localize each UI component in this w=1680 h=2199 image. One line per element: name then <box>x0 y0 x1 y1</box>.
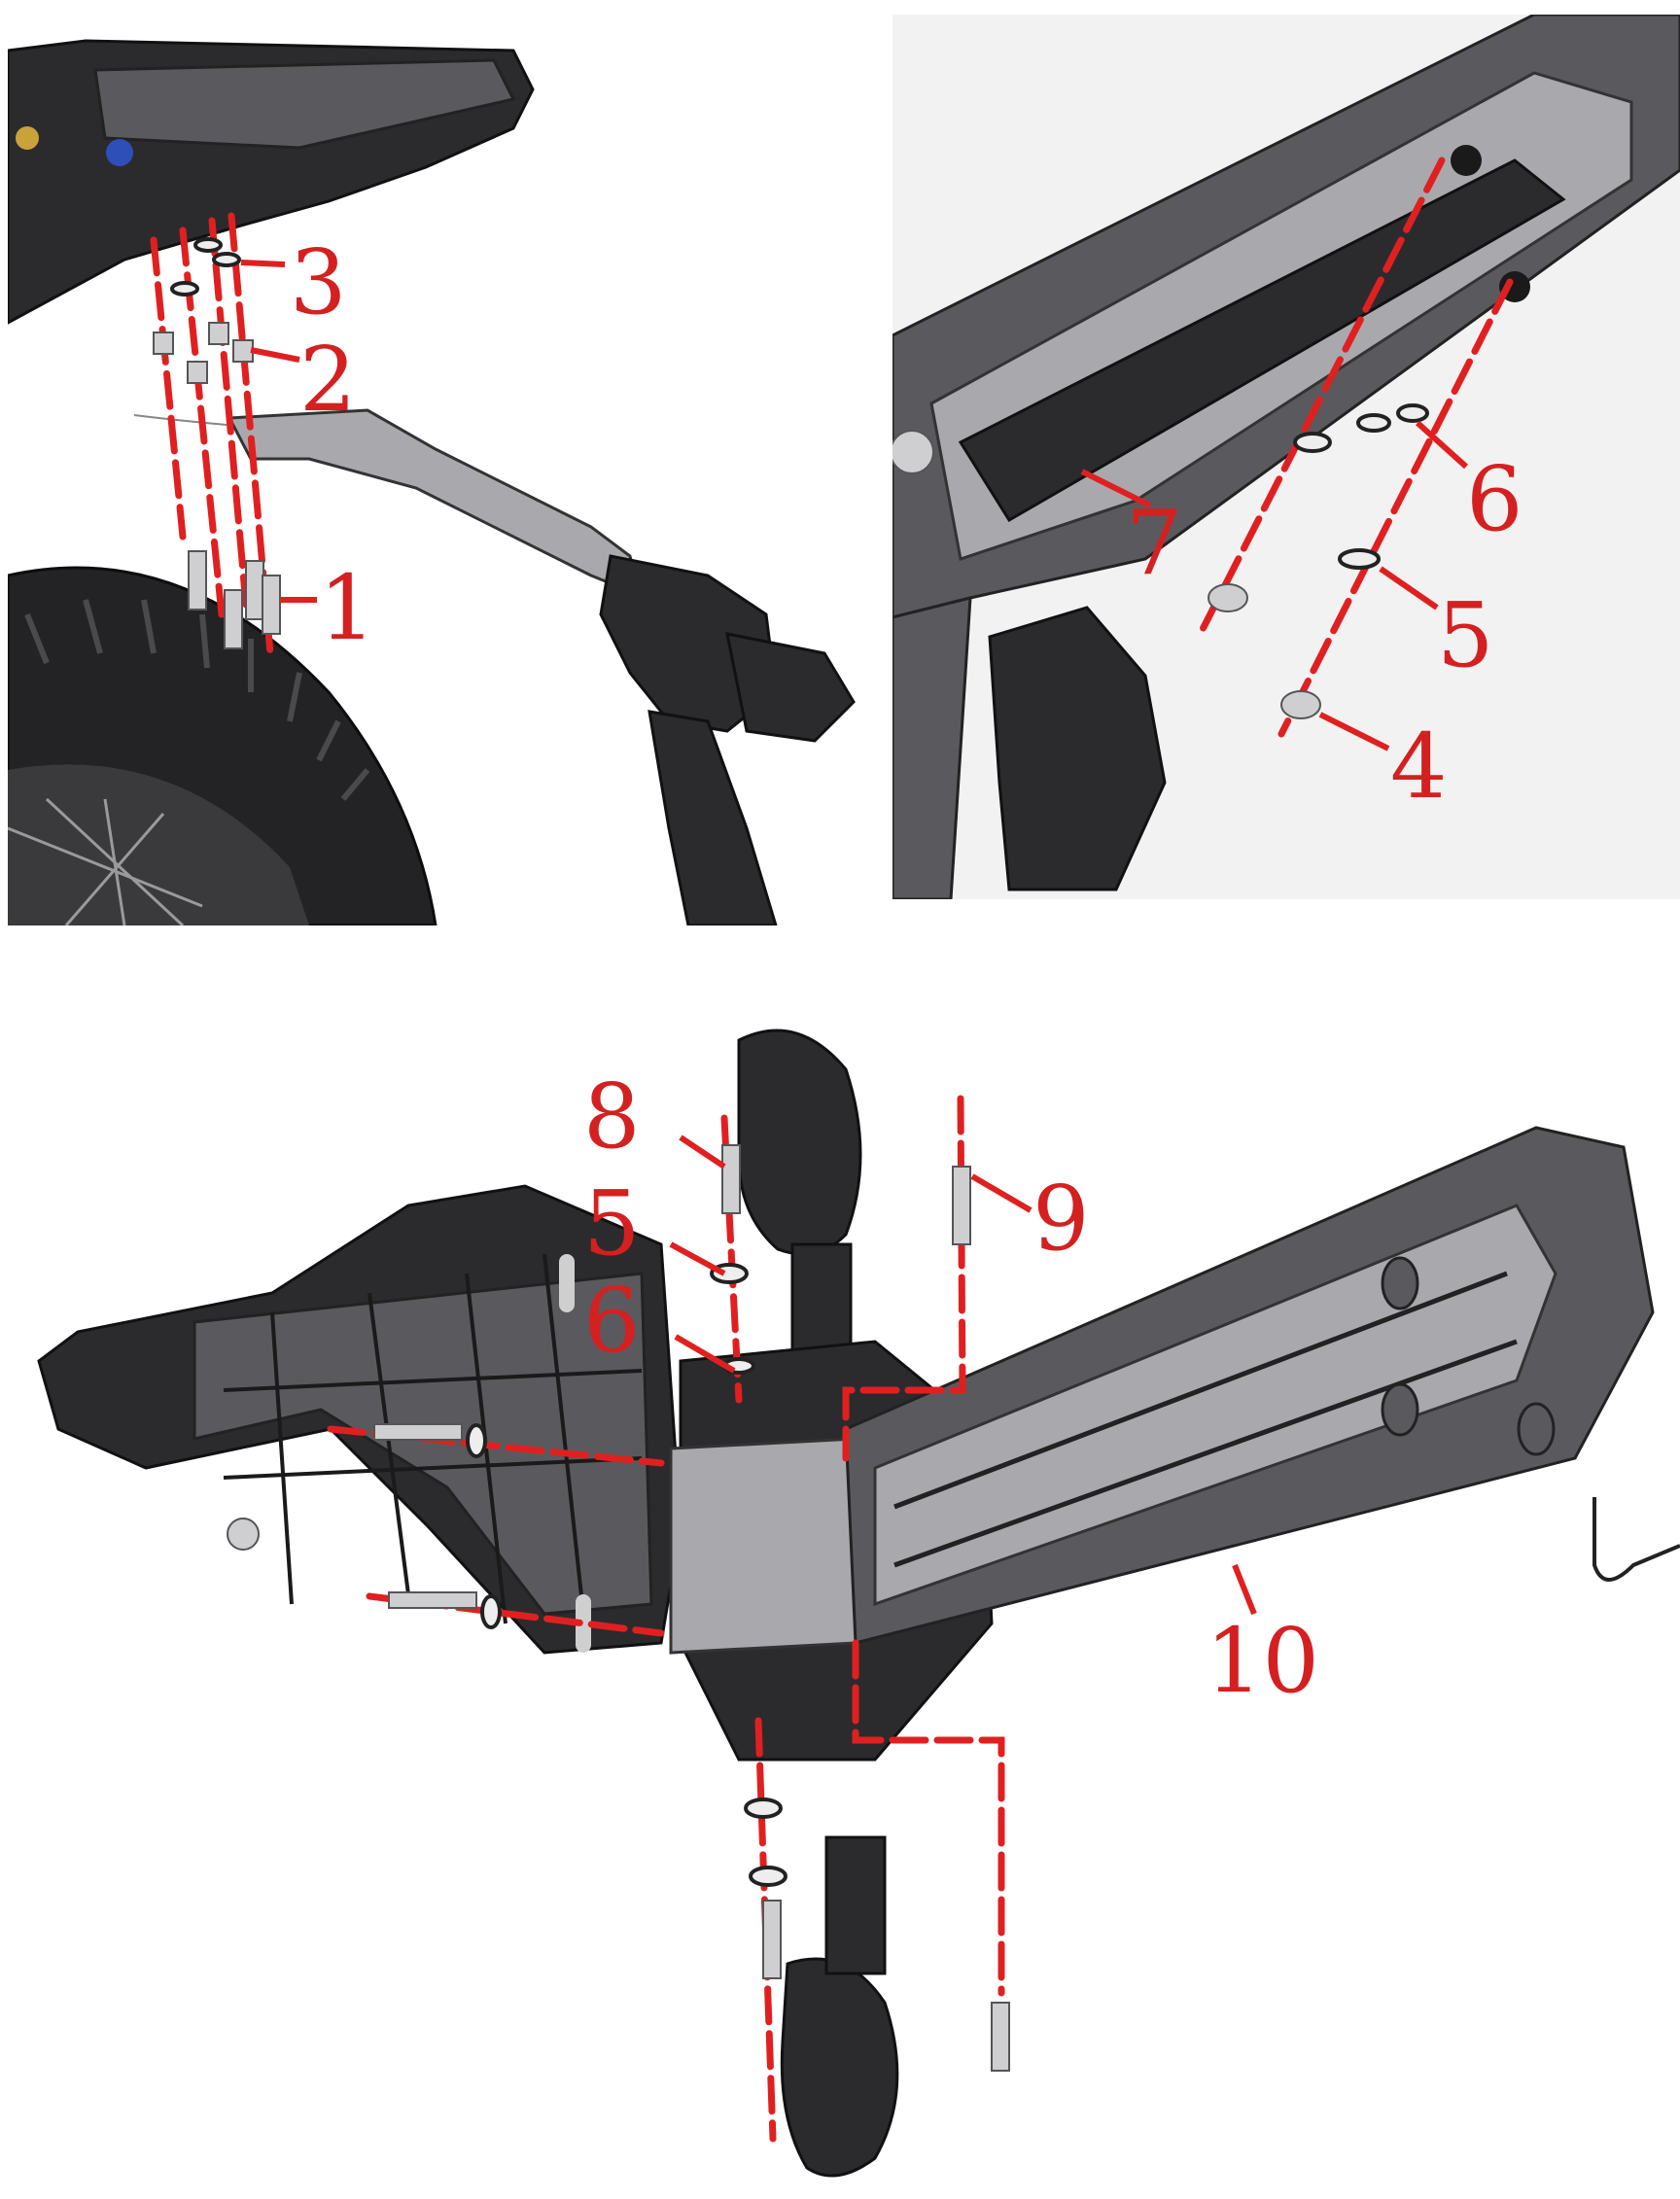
seat-plate <box>93 58 516 150</box>
leader-9 <box>970 1173 1032 1213</box>
plate-slot <box>576 1594 591 1653</box>
mounting-rail-channel <box>873 1204 1558 1607</box>
plate-bracket-arm <box>227 408 643 598</box>
plate-slot <box>559 1254 575 1312</box>
bolt <box>188 550 207 611</box>
screw-head <box>1280 690 1321 719</box>
axis-screw-b <box>1278 278 1514 738</box>
axis-mount-lower-b <box>852 1639 1005 1997</box>
tire-tread <box>24 599 370 801</box>
rail-bracket-lower <box>988 606 1167 891</box>
side-frame <box>892 596 972 899</box>
rail-slots <box>893 1271 1518 1568</box>
callout-1: 1 <box>319 556 376 660</box>
callout-4: 4 <box>1390 715 1448 819</box>
washer <box>1356 413 1391 433</box>
washer <box>193 237 223 253</box>
turn-signal-upper <box>737 1029 862 1256</box>
frame-bolt-head <box>892 430 934 474</box>
tail-light-housing <box>725 632 856 743</box>
holder-bolt <box>373 1423 463 1441</box>
washer <box>170 281 199 297</box>
plate-screw <box>227 1518 260 1551</box>
nut <box>232 339 254 363</box>
leader-10 <box>1232 1563 1257 1616</box>
turn-signal-lower <box>780 1957 899 2178</box>
holder-washer <box>466 1423 487 1458</box>
leader-5 <box>1379 566 1439 611</box>
bolt <box>245 560 264 620</box>
plate-holder-illustration: 8 5 6 9 10 <box>37 1029 1680 2178</box>
callout-5: 5 <box>1437 583 1494 687</box>
callout-6: 6 <box>1466 447 1523 551</box>
screw-head <box>1208 583 1248 612</box>
leader-2 <box>250 347 300 363</box>
callout-2: 2 <box>299 328 357 432</box>
holder-bolt <box>388 1591 477 1609</box>
rail-hole <box>1451 145 1482 176</box>
bolt-8 <box>721 1144 741 1214</box>
washer <box>1396 403 1429 423</box>
panel-rear-bracket-install: 3 2 1 <box>8 31 922 925</box>
bolt <box>262 575 281 635</box>
leader-4 <box>1318 712 1390 751</box>
panel-grab-rail-detail: 6 7 5 4 <box>892 15 1680 899</box>
holder-washer <box>480 1594 502 1629</box>
bolt <box>224 589 243 649</box>
callout-10: 10 <box>1206 1609 1319 1713</box>
leader-5 <box>669 1241 726 1276</box>
callout-6: 6 <box>583 1269 641 1373</box>
callout-9: 9 <box>1032 1167 1090 1271</box>
leader-6 <box>1415 420 1469 470</box>
callout-7: 7 <box>1126 491 1183 595</box>
panel-plate-holder-assembly: 8 5 6 9 10 <box>0 1021 1680 2199</box>
leader-6 <box>674 1334 736 1374</box>
bolt-9 <box>952 1166 971 1245</box>
leader-7 <box>1080 469 1152 508</box>
washer <box>212 252 241 267</box>
axis-bolt-c <box>208 217 250 609</box>
grab-rail-illustration: 6 7 5 4 <box>892 15 1680 899</box>
axis-bolt-a <box>150 236 187 541</box>
nut <box>153 332 174 355</box>
washer <box>1293 432 1332 453</box>
callout-5: 5 <box>583 1171 641 1275</box>
wheel-rim <box>8 764 309 925</box>
nut <box>208 322 229 345</box>
axis-screw-a <box>1195 157 1446 641</box>
grab-handle <box>958 158 1566 523</box>
washer-lower <box>749 1866 788 1887</box>
bolt-lower <box>762 1900 782 1979</box>
reflector <box>16 126 39 150</box>
leader-8 <box>679 1134 726 1169</box>
holder-rib-lines <box>223 1253 643 1624</box>
callout-3: 3 <box>290 230 347 334</box>
fender-blade <box>648 710 778 925</box>
nut <box>187 361 208 384</box>
wiring-lead <box>133 414 228 426</box>
rear-bracket-illustration: 3 2 1 <box>8 39 856 925</box>
wheel-spokes <box>8 797 203 925</box>
cable <box>1592 1497 1680 1582</box>
bracket-arm-silver <box>669 1437 877 1655</box>
plate-bracket-mount <box>599 554 778 733</box>
washer <box>1338 548 1381 570</box>
rail-boss <box>1517 1402 1556 1456</box>
bolt-lower-b <box>991 2002 1010 2072</box>
rail-boss <box>1381 1256 1419 1310</box>
cable-clip <box>106 139 133 166</box>
turn-signal-lower-stem <box>824 1835 887 1975</box>
rail-boss <box>1381 1382 1419 1437</box>
washer-lower <box>744 1798 783 1819</box>
leader-3 <box>240 260 286 267</box>
callout-8: 8 <box>583 1065 641 1169</box>
